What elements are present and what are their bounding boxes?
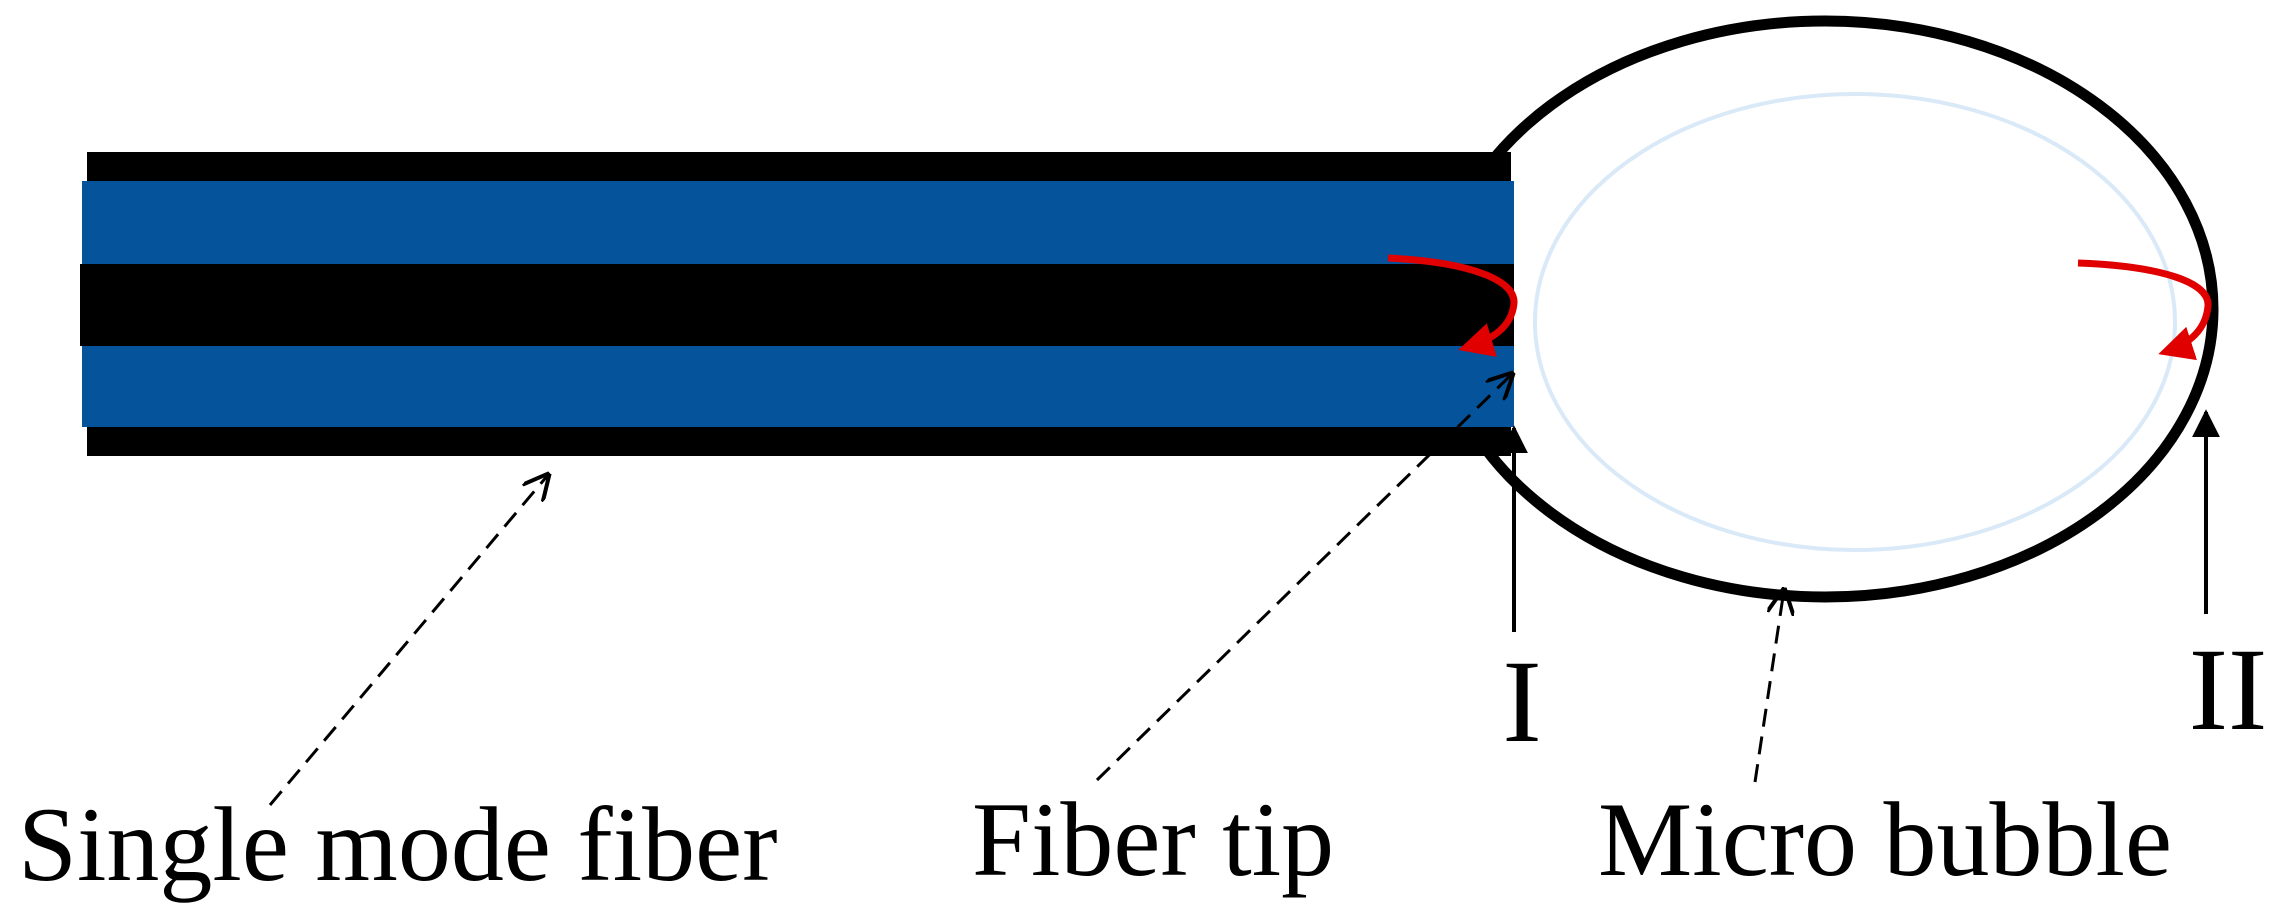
micro-bubble-inner-highlight: [1533, 92, 2177, 552]
single-mode-fiber: [80, 152, 1514, 456]
labels: I II Single mode fiber Fiber tip Micro b…: [18, 624, 2267, 903]
interface-2-label: II: [2189, 624, 2268, 755]
single-mode-fiber-label: Single mode fiber: [18, 786, 778, 903]
micro-bubble-leader: [1753, 590, 1784, 783]
reflection-arrow-interface-2: [2077, 259, 2212, 361]
micro-bubble-outline: [1431, 15, 2219, 603]
micro-bubble: [1431, 15, 2219, 603]
single-mode-fiber-leader: [268, 475, 548, 806]
fiber-tip-label: Fiber tip: [972, 781, 1334, 898]
micro-bubble-label: Micro bubble: [1598, 781, 2172, 898]
fiber-core: [80, 264, 1514, 346]
interface-1-label: I: [1502, 636, 1541, 767]
leader-lines: [268, 374, 1784, 806]
reflection-arrow-interface-1: [1387, 254, 1518, 357]
reflection-arrows: [1387, 254, 2212, 361]
fiber-tip-leader: [1095, 374, 1512, 782]
interface-arrows: [1500, 409, 2220, 632]
